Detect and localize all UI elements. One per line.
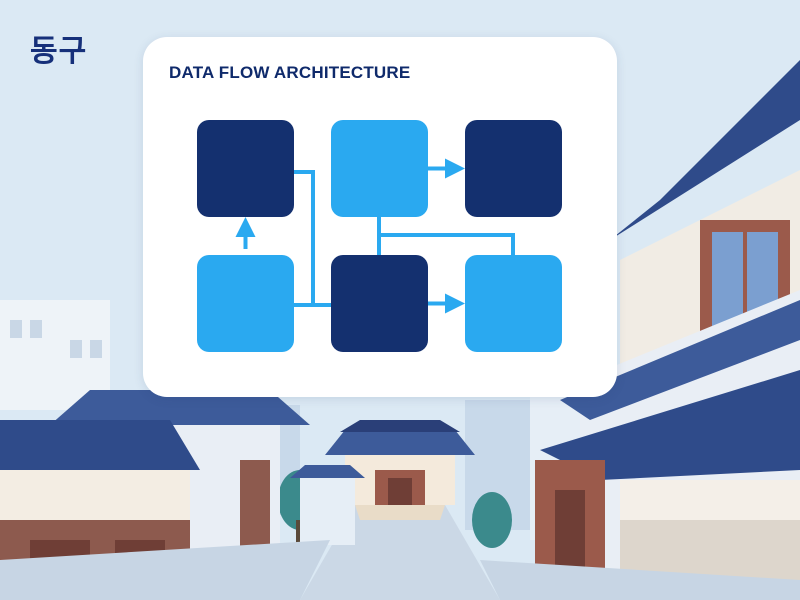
data-flow-diagram [197, 120, 562, 352]
left-small-house [290, 465, 365, 545]
node-n6 [465, 255, 562, 352]
node-n2 [331, 120, 428, 217]
brand-label: 동구 [30, 34, 88, 69]
node-n4 [197, 255, 294, 352]
diagram-card: DATA FLOW ARCHITECTURE [143, 37, 617, 397]
node-n5 [331, 255, 428, 352]
central-hanok-gate [325, 420, 475, 505]
bus-connector-left [294, 170, 315, 307]
card-title: DATA FLOW ARCHITECTURE [169, 63, 411, 82]
bus-connector-right [379, 233, 515, 255]
node-n1 [197, 120, 294, 217]
node-n3 [465, 120, 562, 217]
tree [472, 492, 512, 548]
